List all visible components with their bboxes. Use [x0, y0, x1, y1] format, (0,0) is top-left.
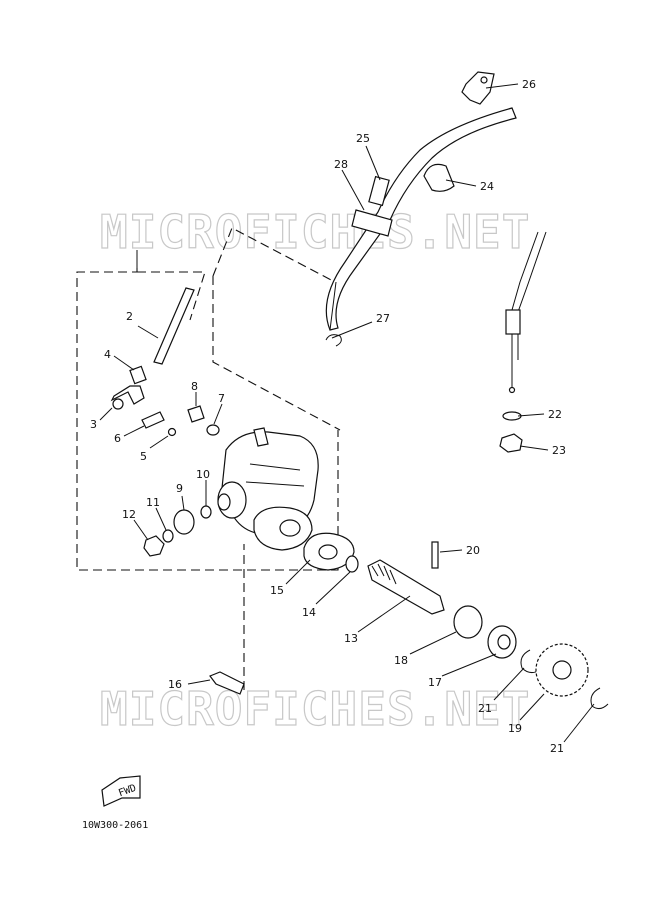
hose-clip-mid	[423, 163, 455, 192]
pump-detail-line-2	[245, 481, 305, 487]
hose-clip-small	[325, 334, 342, 347]
callout-10: 10	[196, 468, 210, 481]
callout-11: 11	[146, 496, 160, 509]
callout-3: 3	[90, 418, 97, 431]
leader-lines	[99, 83, 595, 743]
bleed-screw-6	[141, 411, 165, 429]
cable-end-fitting	[505, 309, 521, 335]
callout-25: 25	[356, 132, 370, 145]
circlip-21a	[520, 649, 541, 674]
elbow-port	[112, 398, 124, 410]
oil-delivery-hose	[325, 107, 517, 331]
callout-4: 4	[104, 348, 111, 361]
callout-18: 18	[394, 654, 408, 667]
clip-hole	[480, 76, 488, 84]
watermark-top: MICROFICHES.NET	[100, 205, 530, 259]
callout-12: 12	[122, 508, 136, 521]
callout-21-a: 21	[478, 702, 492, 715]
pump-hub	[217, 493, 231, 511]
callout-26: 26	[522, 78, 536, 91]
callout-5: 5	[140, 450, 147, 463]
hose-joint-block	[351, 209, 393, 237]
oring-5	[167, 427, 177, 437]
callout-27: 27	[376, 312, 390, 325]
diagram-code: 10W300-2061	[82, 820, 148, 831]
callout-24: 24	[480, 180, 494, 193]
callout-16: 16	[168, 678, 182, 691]
callout-13: 13	[344, 632, 358, 645]
callout-19: 19	[508, 722, 522, 735]
callout-2: 2	[126, 310, 133, 323]
nut-12	[143, 535, 165, 557]
pin-20	[431, 541, 439, 569]
flange-bore	[279, 519, 301, 537]
nut-23	[499, 433, 523, 453]
callout-17: 17	[428, 676, 442, 689]
hose-union	[368, 175, 390, 207]
shaft-worm-thread	[371, 563, 397, 585]
gasket-bore	[318, 544, 338, 560]
washer-14	[345, 555, 359, 573]
pipe-2	[153, 287, 195, 365]
screw-8	[187, 405, 205, 423]
pump-detail-line	[249, 463, 301, 471]
callout-22: 22	[548, 408, 562, 421]
callout-9: 9	[176, 482, 183, 495]
gear-19-hub	[552, 660, 572, 680]
collar-18	[453, 605, 483, 639]
washer-11	[162, 529, 174, 543]
callout-7: 7	[218, 392, 225, 405]
pump-nipple	[253, 427, 269, 447]
plate-9	[173, 509, 195, 535]
callout-6: 6	[114, 432, 121, 445]
callout-20: 20	[466, 544, 480, 557]
circlip-21b	[590, 687, 609, 710]
washer-7	[206, 424, 220, 436]
assembly-outline	[76, 227, 341, 571]
elbow-fitting-3	[110, 385, 145, 405]
fwd-arrow-icon: FWD	[101, 775, 141, 807]
washer-10	[200, 505, 212, 519]
callout-14: 14	[302, 606, 316, 619]
bearing-inner	[497, 634, 511, 650]
callout-23: 23	[552, 444, 566, 457]
callout-8: 8	[191, 380, 198, 393]
watermark-bottom: MICROFICHES.NET	[100, 682, 530, 736]
bolt-16	[209, 671, 245, 695]
callout-21-b: 21	[550, 742, 564, 755]
callout-labels: 2 4 3 6 5 8 7 10 9 11 12 15 14 13 16 18 …	[90, 78, 566, 755]
callout-28: 28	[334, 158, 348, 171]
callout-15: 15	[270, 584, 284, 597]
cable-end-ball	[508, 386, 516, 394]
union-bolt-4	[129, 365, 147, 385]
